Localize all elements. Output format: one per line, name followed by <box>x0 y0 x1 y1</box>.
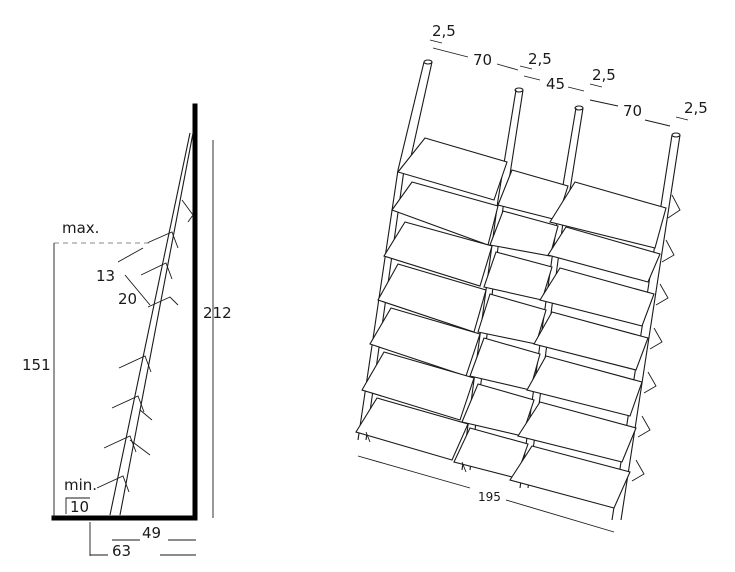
label-min: min. <box>64 476 97 494</box>
side-shelves <box>96 199 194 493</box>
side-view: max. 13 20 151 212 min. 10 49 63 <box>22 103 232 560</box>
dim-bay-left: 70 <box>473 51 492 69</box>
dim-10: 10 <box>70 498 89 516</box>
dim-63: 63 <box>112 542 131 560</box>
dim-gap-left: 2,5 <box>432 22 456 40</box>
min-10-bracket <box>65 497 90 514</box>
label-max: max. <box>62 219 99 237</box>
ladder-rail-back <box>119 132 194 516</box>
dim-212: 212 <box>203 304 232 322</box>
ladder-rail-front <box>109 132 191 516</box>
front-shelves <box>355 137 667 509</box>
dim-bay-right: 70 <box>623 102 642 120</box>
feet <box>365 431 467 473</box>
dim-151: 151 <box>22 356 51 374</box>
dim-gap-right: 2,5 <box>684 99 708 117</box>
right-brackets <box>631 194 681 482</box>
dim-20: 20 <box>118 290 137 308</box>
front-view: 2,5 70 2,5 45 2,5 70 2,5 <box>355 22 708 533</box>
dim-49: 49 <box>142 524 161 542</box>
dim-gap-mid-right: 2,5 <box>592 66 616 84</box>
dim-line-195-left <box>357 455 471 489</box>
dim-bay-mid: 45 <box>546 75 565 93</box>
leader-13 <box>117 247 144 263</box>
upright-left <box>357 59 433 441</box>
dim-13: 13 <box>96 267 115 285</box>
top-dimension-lines <box>429 39 689 127</box>
dim-gap-mid-left: 2,5 <box>528 50 552 68</box>
dim-total-width: 195 <box>478 490 501 504</box>
leader-20 <box>124 274 151 306</box>
dim-line-195-right <box>505 499 615 533</box>
wall-and-floor <box>51 103 198 521</box>
